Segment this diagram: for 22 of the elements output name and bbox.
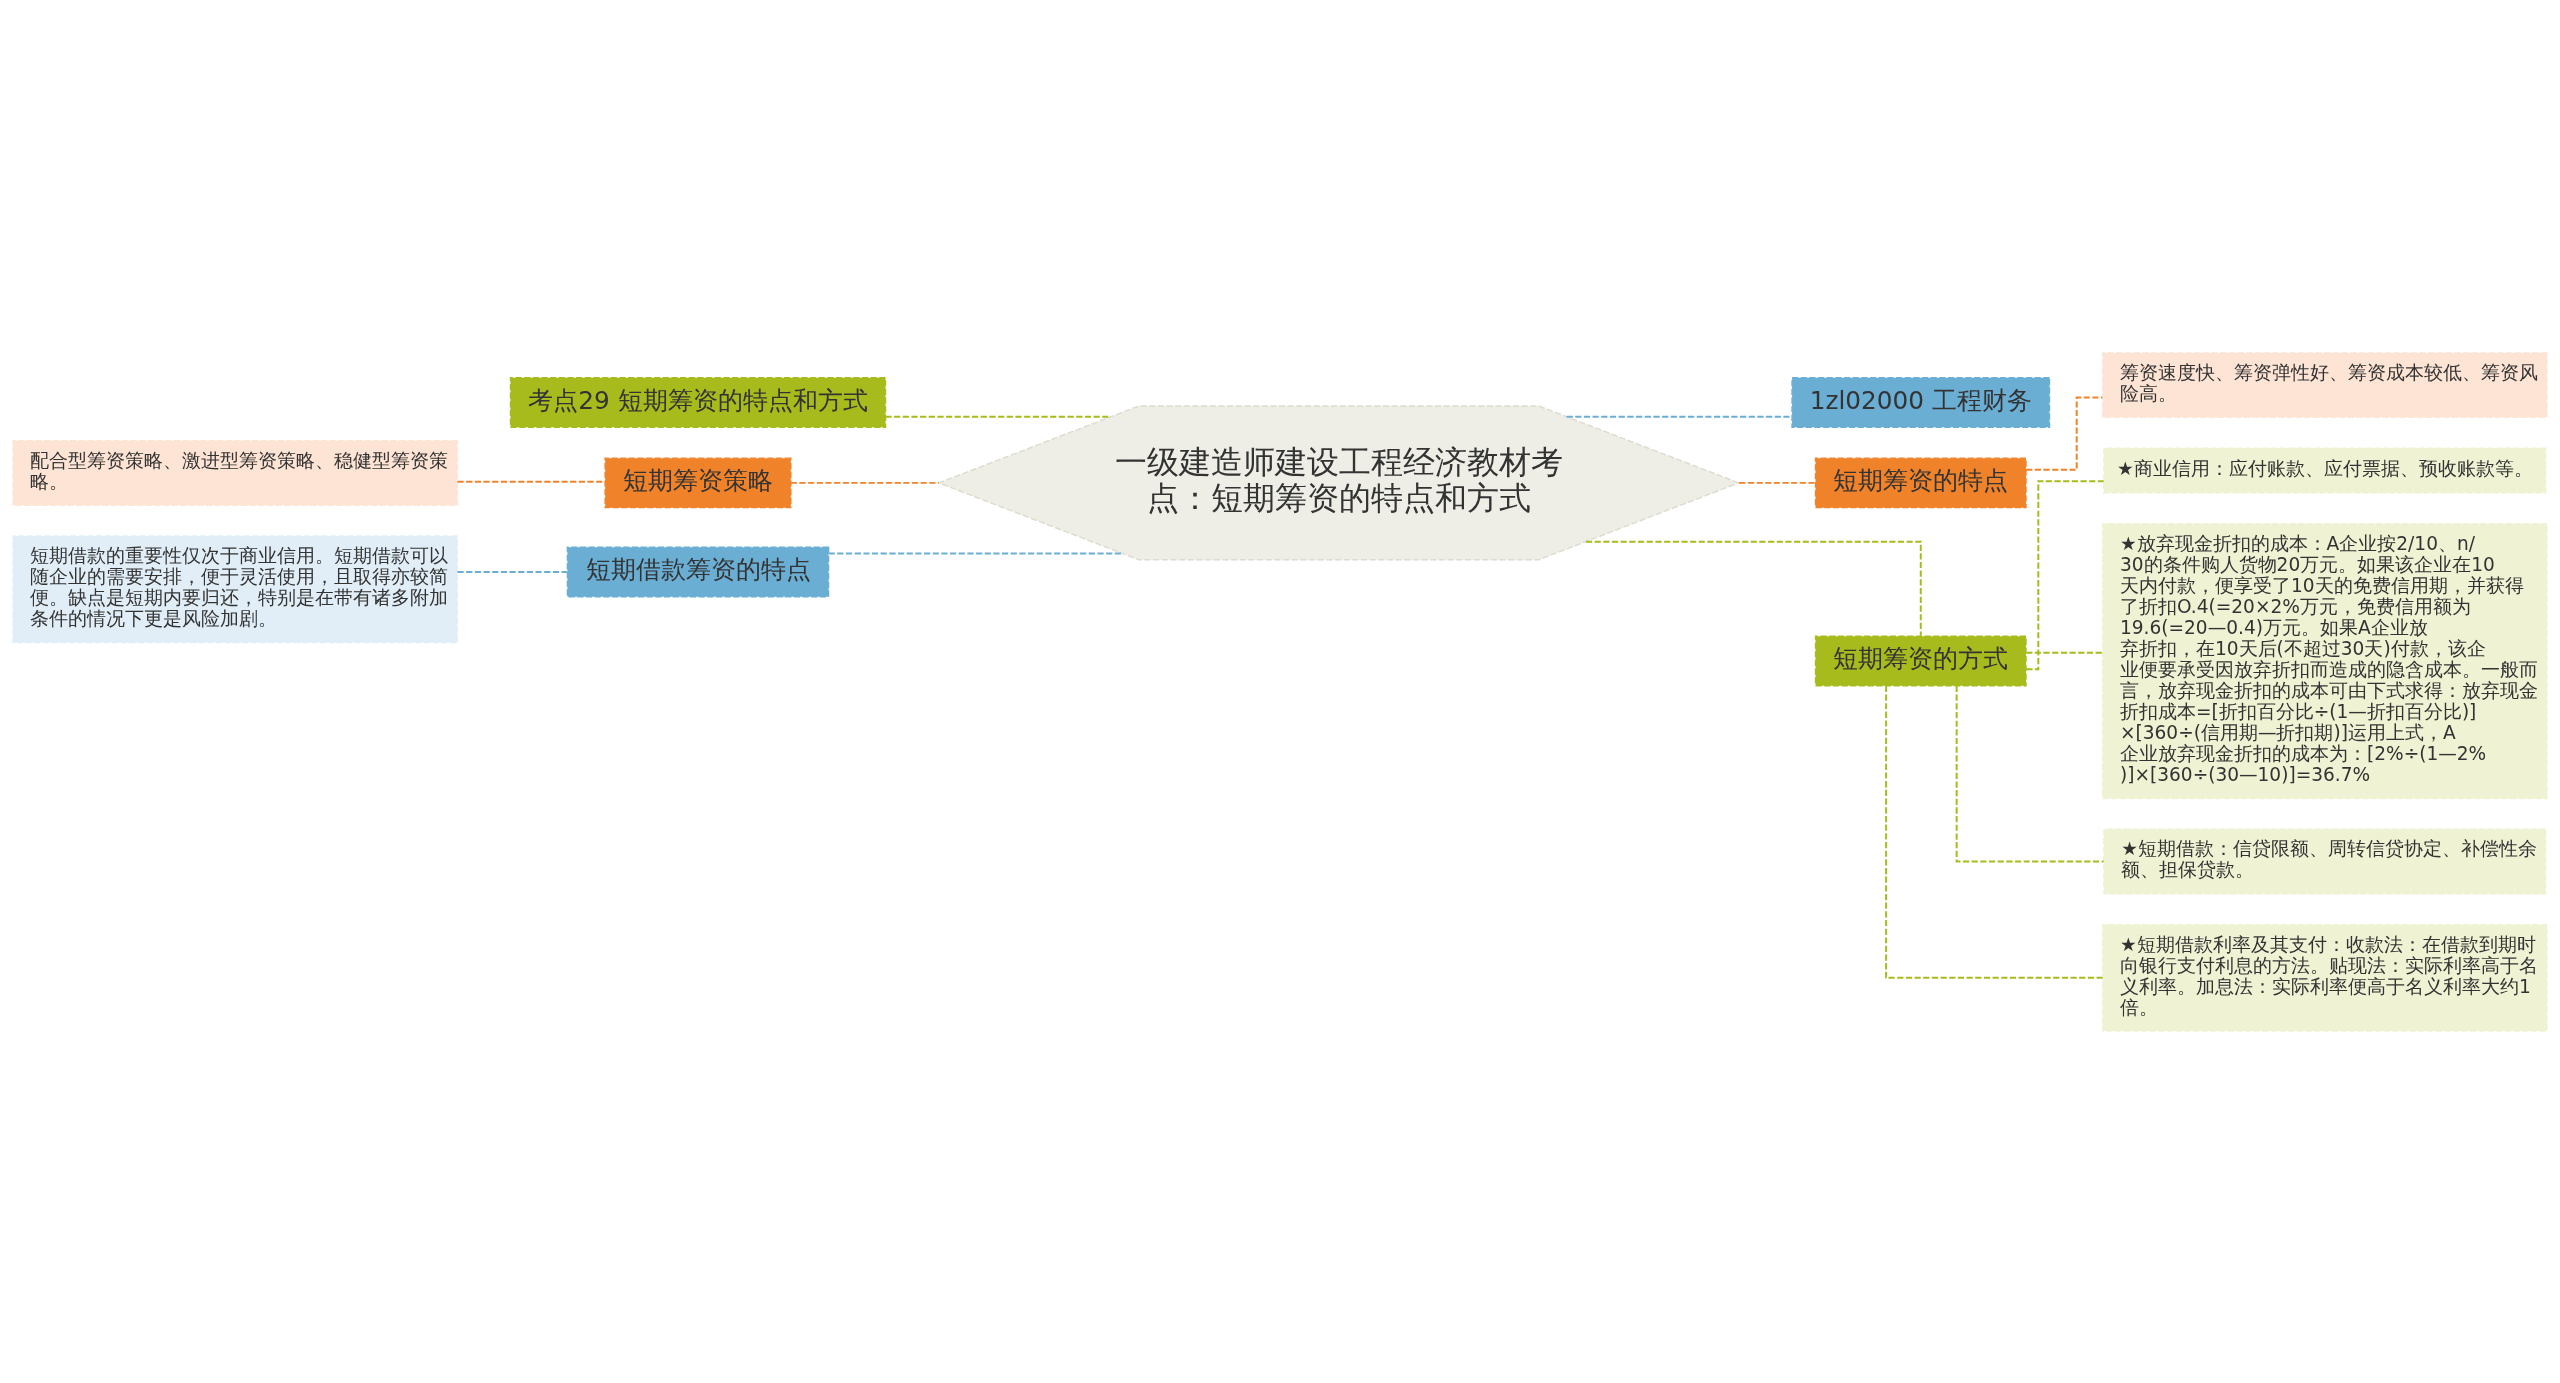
node-box: 短期筹资策略 bbox=[604, 456, 792, 508]
node-box: 短期筹资的方式 bbox=[1814, 635, 2027, 687]
node-box: 考点29 短期筹资的特点和方式 bbox=[509, 376, 887, 428]
node-box: ★商业信用：应付账款、应付票据、预收账款等。 bbox=[2103, 447, 2547, 493]
node-box: 筹资速度快、筹资弹性好、筹资成本较低、筹资风险高。 bbox=[2101, 351, 2548, 418]
connector bbox=[2025, 479, 2105, 670]
connector bbox=[456, 570, 569, 573]
connector bbox=[2025, 651, 2104, 654]
connector bbox=[1885, 684, 2104, 979]
connector bbox=[827, 551, 1124, 554]
node-box: 短期筹资的特点 bbox=[1814, 456, 2027, 508]
node-box: 配合型筹资策略、激进型筹资策略、稳健型筹资策略。 bbox=[12, 439, 459, 506]
node-box: ★短期借款利率及其支付：收款法：在借款到期时向银行支付利息的方法。贴现法：实际利率高于名义利率。加息法：实际利率便高于名义利率大约1倍。 bbox=[2101, 923, 2548, 1032]
connector bbox=[1955, 684, 2105, 862]
node-box: ★短期借款：信贷限额、周转信贷协定、补偿性余额、担保贷款。 bbox=[2103, 828, 2547, 894]
connector bbox=[789, 481, 940, 484]
connector bbox=[1738, 481, 1817, 484]
node-box: 1zl02000 工程财务 bbox=[1791, 376, 2051, 428]
node-box: 短期借款筹资的特点 bbox=[566, 546, 830, 597]
connector bbox=[1585, 540, 1922, 637]
node-box: 短期借款的重要性仅次于商业信用。短期借款可以随企业的需要安排，便于灵活使用，且取得亦较简便。缺点是短期内要归还，特别是在带有诸多附加条件的情况下更是风险加剧。 bbox=[12, 534, 459, 643]
node-box: ★放弃现金折扣的成本：A企业按2/10、n/30的条件购人货物20万元。如果该企业在10天内付款，便享受了10天的免费信用期，并获得了折扣O.4(=20×2%万元，免费信用额为19.6(=20—0.4)万元。如果A企业放弃折扣，在10天后(不超过30天)付款，该企业便要承受因放弃折扣而造成的隐含成本。一般而言，放弃现金折扣的成本可由下式求得：放弃现金折扣成本=[折扣百分比÷(1—折扣百分比)]×[360÷(信用期—折扣期)]运用上式，A企业放弃现金折扣的成本为：[2%÷(1—2%)]×[360÷(30—10)]=36.7% bbox=[2101, 522, 2548, 799]
